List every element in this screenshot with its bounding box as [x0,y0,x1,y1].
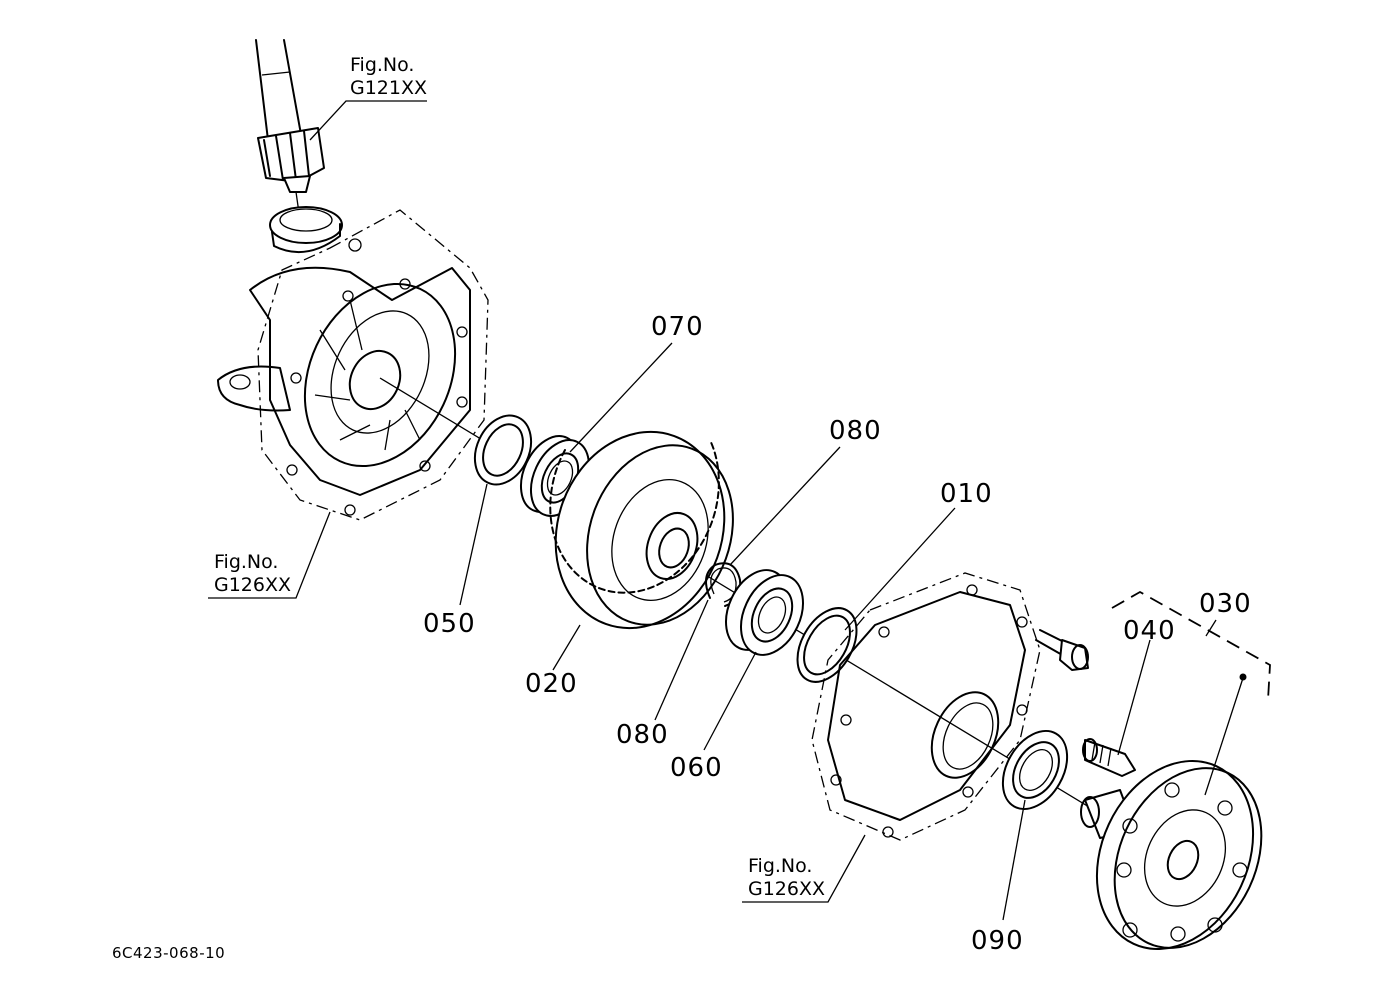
figure-ref-line2: G126XX [214,574,292,596]
part-020-ring-gear-shape [549,430,734,630]
part-label-020[interactable]: 020 [525,669,578,699]
figure-ref-line1: Fig.No. [214,551,279,573]
part-040-bolt-shape [1082,738,1136,777]
part-090-oil-seal-shape [1001,730,1069,810]
right-cover [811,572,1041,841]
part-label-030[interactable]: 030 [1199,589,1252,619]
part-label-080-lower[interactable]: 080 [616,720,669,750]
part-030-hub-shape [1080,759,1263,951]
assembly-030-dot [1239,673,1247,681]
figure-ref-g121xx[interactable]: Fig.No. G121XX [350,54,427,100]
figure-ref-line2: G121XX [350,77,428,99]
figure-ref-g126xx-right[interactable]: Fig.No. G126XX [748,855,825,901]
drive-shaft-and-pinion [255,39,325,221]
left-housing [217,209,489,521]
figure-ref-line2: G126XX [748,878,826,900]
upper-bearing [269,206,343,253]
leader-lines [208,100,1244,921]
part-060-bearing-shape [725,569,804,656]
part-050-seal-shape [473,414,533,486]
part-label-040[interactable]: 040 [1123,616,1176,646]
part-label-010[interactable]: 010 [940,479,993,509]
part-label-060[interactable]: 060 [670,753,723,783]
figure-ref-line1: Fig.No. [748,855,813,877]
part-label-090[interactable]: 090 [971,926,1024,956]
document-id: 6C423-068-10 [112,944,226,962]
figure-ref-g126xx-left[interactable]: Fig.No. G126XX [214,551,291,597]
figure-ref-line1: Fig.No. [350,54,415,76]
part-label-080-upper[interactable]: 080 [829,416,882,446]
part-label-070[interactable]: 070 [651,312,704,342]
assembly-030-bracket [1111,590,1271,701]
drain-plug [1035,629,1089,671]
part-label-050[interactable]: 050 [423,609,476,639]
